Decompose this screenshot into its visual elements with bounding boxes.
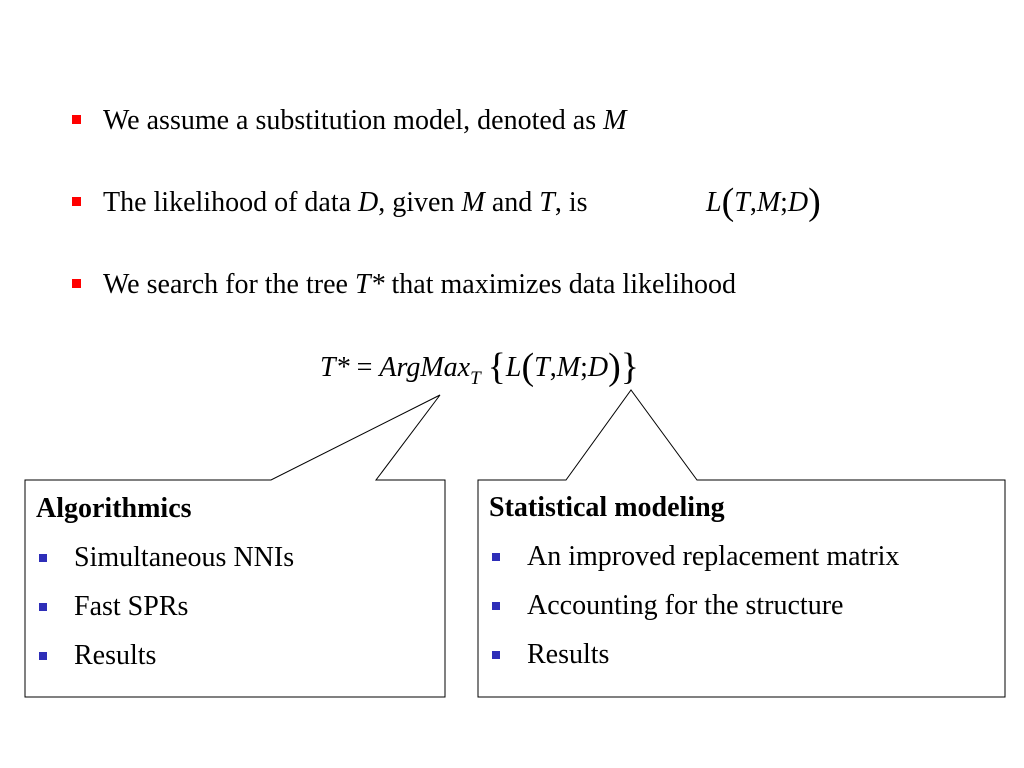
list-item: An improved replacement matrix bbox=[489, 532, 899, 581]
variable-t: T bbox=[539, 187, 555, 218]
red-square-bullet-icon bbox=[72, 279, 81, 288]
blue-square-bullet-icon bbox=[492, 553, 500, 561]
argmax-formula: T* = ArgMaxT {L(T,M;D)} bbox=[320, 346, 639, 389]
likelihood-formula: L(T,M;D) bbox=[706, 181, 821, 223]
bullet-text: , is bbox=[554, 187, 588, 218]
statistical-modeling-box: Statistical modeling An improved replace… bbox=[489, 483, 899, 679]
red-square-bullet-icon bbox=[72, 115, 81, 124]
blue-square-bullet-icon bbox=[492, 602, 500, 610]
bullet-text: , given bbox=[378, 187, 462, 218]
red-square-bullet-icon bbox=[72, 197, 81, 206]
list-item: Simultaneous NNIs bbox=[36, 533, 294, 582]
bullet-text: and bbox=[484, 187, 540, 218]
bullet-text: We assume a substitution model, denoted … bbox=[103, 105, 604, 136]
blue-square-bullet-icon bbox=[492, 651, 500, 659]
algorithmics-title: Algorithmics bbox=[36, 493, 192, 524]
bullet-text: The likelihood of data bbox=[103, 187, 359, 218]
algorithmics-callout-shape bbox=[24, 394, 446, 698]
bullet-text: We search for the tree bbox=[103, 269, 355, 300]
bullet-text: that maximizes data likelihood bbox=[384, 269, 736, 300]
statistical-modeling-title: Statistical modeling bbox=[489, 492, 725, 523]
list-item: Results bbox=[489, 630, 899, 679]
list-item: Results bbox=[36, 631, 294, 680]
blue-square-bullet-icon bbox=[39, 652, 47, 660]
blue-square-bullet-icon bbox=[39, 554, 47, 562]
blue-square-bullet-icon bbox=[39, 603, 47, 611]
statistical-modeling-callout-shape bbox=[477, 389, 1006, 698]
list-item: Accounting for the structure bbox=[489, 581, 899, 630]
algorithmics-box: Algorithmics Simultaneous NNIs Fast SPRs… bbox=[36, 484, 294, 680]
variable-m: M bbox=[603, 105, 627, 136]
variable-t-star: T* bbox=[354, 269, 385, 300]
variable-m: M bbox=[461, 187, 485, 218]
list-item: Fast SPRs bbox=[36, 582, 294, 631]
variable-d: D bbox=[358, 187, 379, 218]
